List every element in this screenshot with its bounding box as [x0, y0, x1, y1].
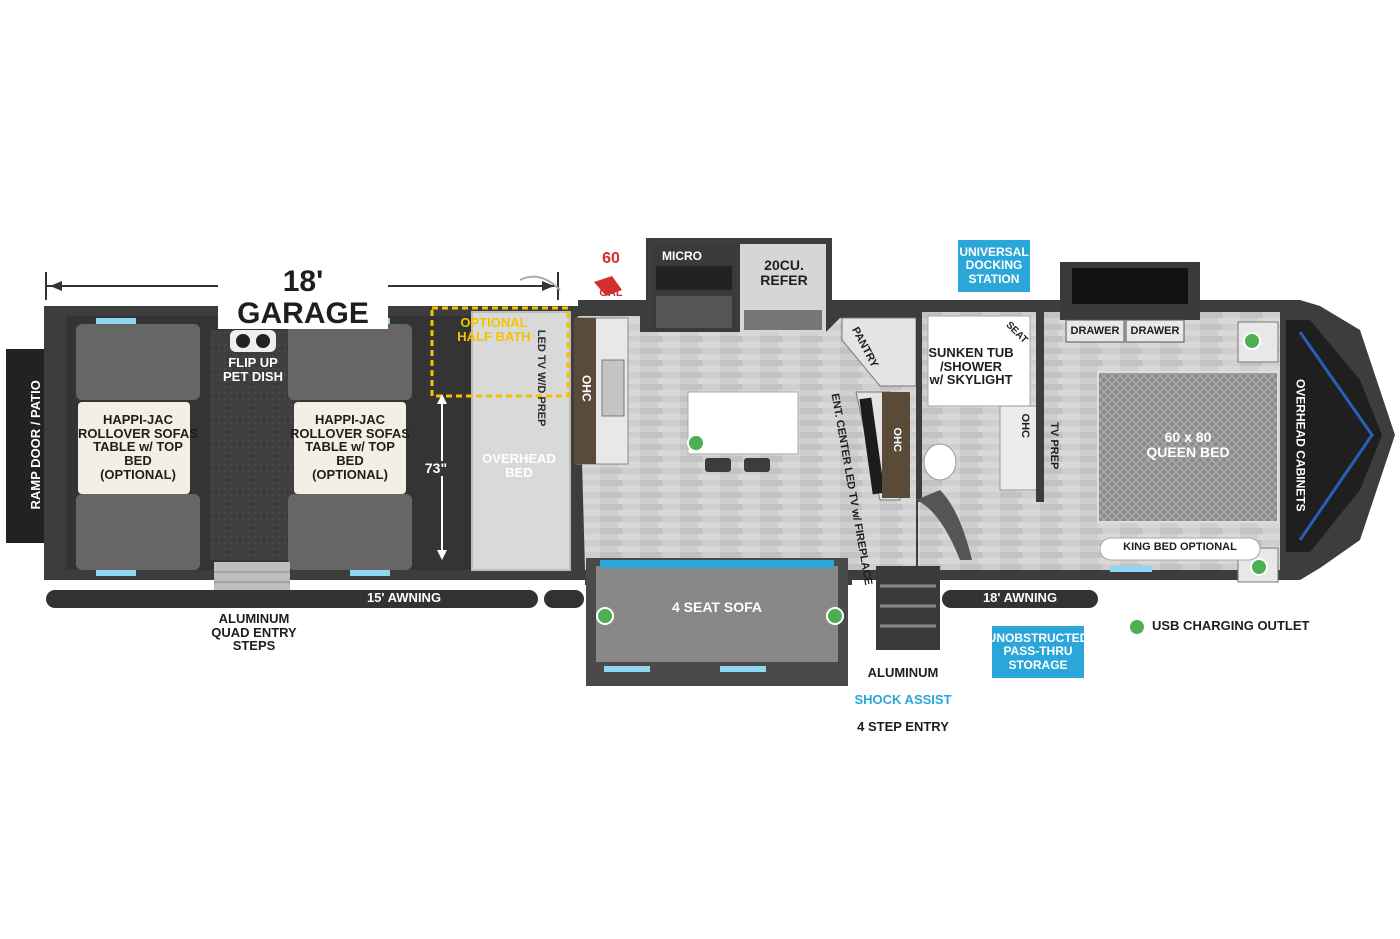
overhead-bed-area	[471, 311, 571, 571]
pass-thru-storage-badge: UNOBSTRUCTED PASS-THRU STORAGE	[988, 626, 1088, 678]
led-tv-label: LED TV W/D PREP	[534, 329, 547, 427]
refer-label: 20CU. REFER	[760, 257, 808, 288]
kitchen-island	[687, 391, 799, 455]
tub-label: SUNKEN TUB /SHOWER w/ SKYLIGHT	[928, 345, 1014, 388]
tv-prep-label: TV PREP	[1047, 422, 1060, 470]
king-bed-optional-bar	[1099, 537, 1261, 561]
awning-right-label: 18' AWNING	[982, 590, 1058, 605]
queen-bed	[1097, 371, 1279, 523]
bath-wall	[916, 312, 922, 502]
garage-dimension-label: 18' GARAGE	[218, 266, 388, 329]
overhead-cabinets-label: OVERHEAD CABINETS	[1293, 378, 1308, 512]
pantry	[841, 317, 917, 387]
width-dimension-label: 73"	[416, 461, 456, 476]
stool-2	[744, 458, 770, 472]
bath-pocket-door	[916, 490, 972, 560]
drawer-box-2	[1125, 319, 1185, 343]
living-entry-steps	[876, 566, 940, 650]
garage-sofa-label-1: HAPPI-JAC ROLLOVER SOFAS TABLE w/ TOP BE…	[78, 412, 198, 482]
bath-ohc-label: OHC	[1018, 413, 1031, 438]
king-bed-optional-label: KING BED OPTIONAL	[1123, 541, 1237, 553]
ramp-door-label: RAMP DOOR / PATIO	[28, 380, 44, 510]
tub	[927, 315, 1031, 407]
fuel-amount-value: 60	[602, 249, 620, 267]
garage-sofa-set-2	[288, 324, 412, 570]
docking-station-badge: UNIVERSAL DOCKING STATION	[958, 240, 1030, 292]
usb-marker-sofa-left	[596, 607, 614, 625]
awning-mid	[544, 590, 584, 608]
fuel-amount-unit: GAL	[599, 287, 623, 300]
usb-legend-label: USB CHARGING OUTLET	[1152, 618, 1310, 633]
usb-marker-bed-top	[1243, 332, 1261, 350]
garage-sofa-label-2: HAPPI-JAC ROLLOVER SOFAS TABLE w/ TOP BE…	[290, 412, 410, 482]
usb-marker-island	[687, 434, 705, 452]
awning-rear	[46, 590, 538, 608]
entry-prefix: ALUMINUM	[867, 664, 939, 680]
queen-bed-label: 60 x 80 QUEEN BED	[1146, 429, 1230, 460]
overhead-bed-label: OVERHEAD BED	[482, 451, 556, 480]
galley-ohc	[574, 318, 596, 464]
pet-dish	[230, 330, 276, 352]
sofa-label: 4 SEAT SOFA	[672, 599, 762, 615]
pet-dish-label: FLIP UP PET DISH	[223, 355, 283, 384]
awning-front	[942, 590, 1098, 608]
bath-door-wall	[1036, 312, 1044, 502]
drawer-box-1	[1065, 319, 1125, 343]
entry-suffix: 4 STEP ENTRY	[857, 719, 949, 735]
awning-left-label: 15' AWNING	[366, 590, 442, 605]
front-cap	[1286, 320, 1382, 552]
half-bath-label: OPTIONAL HALF BATH	[457, 315, 531, 344]
usb-marker-sofa-right	[826, 607, 844, 625]
entry-highlight: SHOCK ASSIST	[854, 691, 952, 707]
fuel-pump-icon	[519, 275, 622, 296]
shock-assist-entry-label: ALUMINUM SHOCK ASSIST 4 STEP ENTRY	[850, 652, 956, 734]
drawer-label-1: DRAWER	[1070, 325, 1120, 337]
drawer-label-2: DRAWER	[1130, 325, 1180, 337]
micro-label: MICRO	[662, 249, 702, 263]
galley-ohc-label: OHC	[579, 374, 594, 402]
toilet	[923, 443, 957, 481]
half-bath-outline	[430, 306, 570, 398]
entry-steps-label: ALUMINUM QUAD ENTRY STEPS	[211, 611, 297, 654]
fuel-amount: 60 GAL	[588, 234, 634, 301]
usb-legend-dot	[1128, 618, 1146, 636]
stool-1	[705, 458, 731, 472]
usb-marker-bed-bottom	[1250, 558, 1268, 576]
garage-floor-grate	[210, 330, 300, 560]
garage-sofa-set-1	[76, 324, 200, 570]
sink	[601, 359, 625, 417]
ent-ohc-label: OHC	[890, 427, 903, 452]
